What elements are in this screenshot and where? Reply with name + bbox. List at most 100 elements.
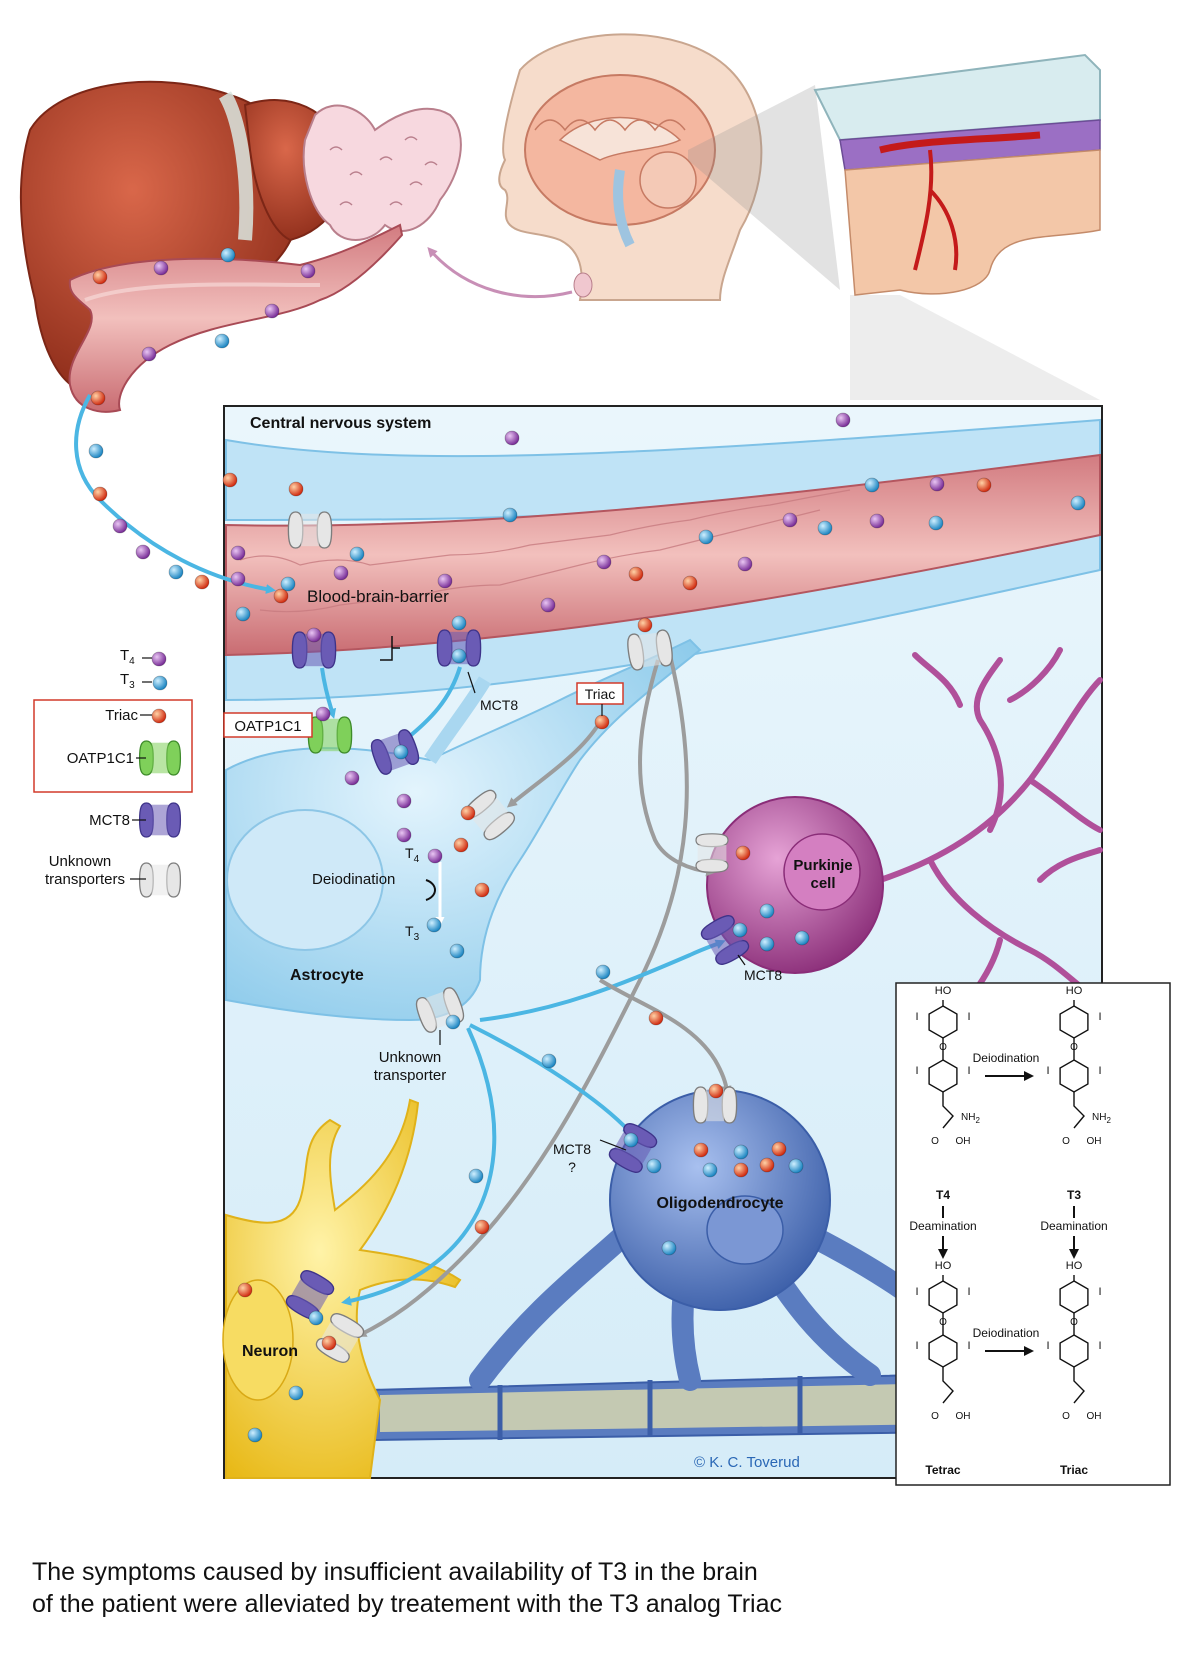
caption-line-2: of the patient were alleviated by treate…	[32, 1590, 782, 1618]
chem-atom-label: O	[939, 1317, 947, 1328]
t4-molecule	[437, 573, 453, 589]
zoom-cone-top	[688, 85, 840, 290]
legend-mct8-label: MCT8	[89, 812, 130, 829]
t4-molecule	[344, 770, 360, 786]
t4-molecule	[396, 827, 412, 843]
mct8-transporter	[138, 802, 182, 838]
t3-molecule	[646, 1158, 662, 1174]
chem-triac-label: Triac	[1060, 1463, 1088, 1477]
oligodendrocyte-processes	[469, 1209, 1011, 1391]
mct8-transporter	[608, 1123, 658, 1173]
t3-molecule	[702, 1162, 718, 1178]
t4-molecule	[230, 571, 246, 587]
transporter-layer	[138, 511, 750, 1363]
triac-molecule	[194, 574, 210, 590]
chem-atom-label: OH	[1087, 1136, 1102, 1147]
t4-molecule	[782, 512, 798, 528]
hormone-molecules	[88, 247, 1086, 1443]
chem-atom-label: I	[915, 1286, 918, 1298]
liver	[19, 80, 349, 392]
t4-molecule	[135, 544, 151, 560]
t3-molecule	[168, 564, 184, 580]
triac-molecule	[474, 882, 490, 898]
purkinje-label-2: cell	[810, 875, 835, 892]
unknown-transporter-label-1: Unknown	[379, 1049, 442, 1066]
t3-molecule	[349, 546, 365, 562]
t3-molecule	[468, 1168, 484, 1184]
legend-unknown-label-1: Unknown	[49, 853, 112, 870]
legend: T4 T3 Triac OATP1C1 MCT8 Unknown transpo…	[33, 647, 193, 888]
chem-atom-label: NH2	[961, 1112, 980, 1125]
triac-molecule	[92, 486, 108, 502]
deiodination-curl	[425, 879, 436, 901]
t3-molecule	[288, 1385, 304, 1401]
chem-atom-label: O	[1070, 1042, 1078, 1053]
chem-atom-label: I	[915, 1065, 918, 1077]
mct8-label-purkinje: MCT8	[744, 967, 782, 983]
t3-molecule	[308, 1310, 324, 1326]
purkinje-label-1: Purkinje	[793, 857, 852, 874]
t3-molecule	[214, 333, 230, 349]
t3-molecule	[733, 1144, 749, 1160]
triac-molecule	[759, 1157, 775, 1173]
thyroid-gland	[302, 104, 462, 241]
purkinje-nucleus	[783, 833, 861, 911]
triac-molecule	[682, 575, 698, 591]
legend-highlight-box	[33, 699, 193, 793]
t3-molecule	[88, 443, 104, 459]
neuron	[225, 1098, 462, 1479]
chem-t4-label: T4	[936, 1188, 950, 1202]
t3-molecule	[595, 964, 611, 980]
triac-molecule	[693, 1142, 709, 1158]
deiodination-label: Deiodination	[312, 871, 395, 888]
t4-molecule	[300, 263, 316, 279]
triac-molecule	[976, 477, 992, 493]
chem-atom-label: I	[1098, 1340, 1101, 1352]
triac-molecule	[628, 566, 644, 582]
triac-molecule	[151, 708, 167, 724]
triac-molecule	[594, 714, 610, 730]
legend-triac-label: Triac	[105, 707, 138, 724]
chem-deamination-right: Deamination	[1040, 1219, 1107, 1233]
mct8-label-oligo: MCT8	[553, 1141, 591, 1157]
chem-atom-label: I	[1098, 1011, 1101, 1023]
human-head	[498, 33, 763, 301]
t4-molecule	[396, 793, 412, 809]
oligodendrocyte-label: Oligodendrocyte	[656, 1195, 783, 1212]
chem-atom-label: HO	[935, 985, 952, 997]
triac-molecule	[90, 390, 106, 406]
chem-tetrac-label: Tetrac	[925, 1463, 960, 1477]
triac-molecule	[460, 805, 476, 821]
chem-atom-label: O	[1070, 1317, 1078, 1328]
chem-atom-label: OH	[956, 1136, 971, 1147]
t4-molecule	[151, 651, 167, 667]
t4-molecule	[929, 476, 945, 492]
t4-molecule	[427, 848, 443, 864]
legend-oatp-label: OATP1C1	[67, 750, 134, 767]
t3-molecule	[235, 606, 251, 622]
t3-molecule	[928, 515, 944, 531]
triac-molecule	[288, 481, 304, 497]
t4-molecule	[596, 554, 612, 570]
unknown-transporter-label-2: transporter	[374, 1067, 447, 1084]
t3-molecule	[661, 1240, 677, 1256]
unknown-transporter	[287, 511, 333, 549]
triac-molecule	[237, 1282, 253, 1298]
chem-atom-label: HO	[1066, 1260, 1083, 1272]
zoom-cone-bottom	[850, 295, 1100, 400]
t4-molecule	[835, 412, 851, 428]
t3-molecule	[445, 1014, 461, 1030]
triac-molecule	[321, 1335, 337, 1351]
caption-line-1: The symptoms caused by insufficient avai…	[32, 1558, 758, 1586]
t4-molecule	[504, 430, 520, 446]
chem-atom-label: I	[915, 1340, 918, 1352]
oatp-label-box	[223, 712, 313, 738]
triac-molecule	[708, 1083, 724, 1099]
chem-atom-label: O	[1062, 1136, 1070, 1147]
t4-molecule	[333, 565, 349, 581]
systemic-blood-vessel	[68, 223, 404, 413]
chem-atom-label: I	[967, 1011, 970, 1023]
transport-arrows	[74, 394, 732, 1337]
